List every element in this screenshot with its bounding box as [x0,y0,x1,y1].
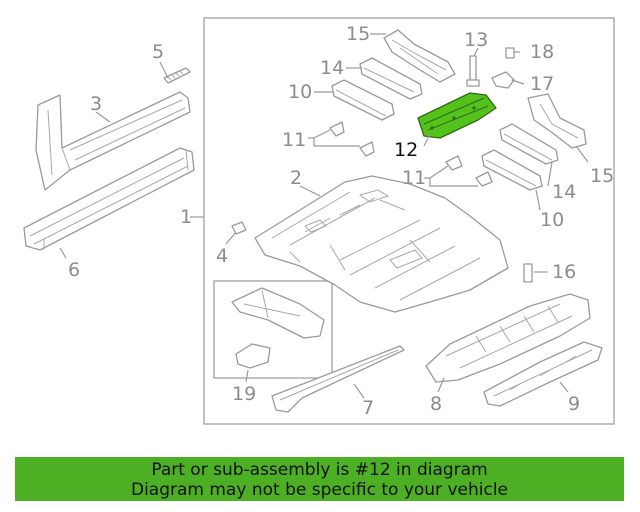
assembly-frame [203,17,615,425]
part-17-clip [491,71,515,89]
callout-4: 4 [216,245,228,267]
callout-10-top: 10 [288,81,312,103]
part-16-pin [523,263,533,283]
callout-14-top: 14 [320,57,344,79]
callout-7: 7 [362,397,374,419]
callout-11-right: 11 [402,167,426,189]
parts-diagram: 1 2 3 4 5 6 7 8 9 10 10 11 11 12 13 14 1… [23,17,615,425]
part-4-plug [231,221,247,235]
callout-1: 1 [180,206,192,228]
part-9-rear-bracket [483,341,603,407]
highlight-notice-banner: Part or sub-assembly is #12 in diagram D… [15,457,624,501]
part-12-highlighted-bracket [417,92,497,139]
banner-line-2: Diagram may not be specific to your vehi… [130,480,508,500]
callout-2: 2 [290,167,302,189]
callout-18: 18 [530,41,554,63]
part-3-side-panel [35,91,191,191]
callout-6: 6 [68,259,80,281]
part-15-crossmember-right [527,93,587,149]
part-19-sub-parts [231,287,325,369]
part-14-bracket-top [359,57,423,100]
callout-16: 16 [552,261,576,283]
callout-12: 12 [394,139,418,161]
leader-lines [59,33,589,399]
part-15-crossmember-top [383,29,456,83]
callout-11-top: 11 [282,129,306,151]
callout-10-right: 10 [540,209,564,231]
callout-15-right: 15 [590,165,614,187]
part-10-bracket-right [481,149,543,191]
part-14-bracket-right [499,123,559,165]
part-11-clips-top [329,121,375,157]
callout-8: 8 [430,393,442,415]
callout-15-top: 15 [346,23,370,45]
part-7-floor-rail [271,345,405,413]
part-2-floor-pan [254,175,509,313]
part-8-reinforcement [425,293,591,383]
part-18-screw [505,47,515,59]
callout-9: 9 [568,393,580,415]
callout-19: 19 [232,383,256,405]
part-5-clip [163,67,191,84]
part-6-side-sill [23,147,195,251]
callout-5: 5 [152,41,164,63]
part-10-bracket-top [331,79,395,121]
callout-13: 13 [464,29,488,51]
banner-line-1: Part or sub-assembly is #12 in diagram [151,460,488,480]
callout-17: 17 [530,73,554,95]
sub-assembly-box-19 [213,280,333,379]
part-13-bolt [466,55,480,87]
part-11-clips-right [445,155,493,187]
callout-14-right: 14 [552,181,576,203]
callout-3: 3 [90,93,102,115]
